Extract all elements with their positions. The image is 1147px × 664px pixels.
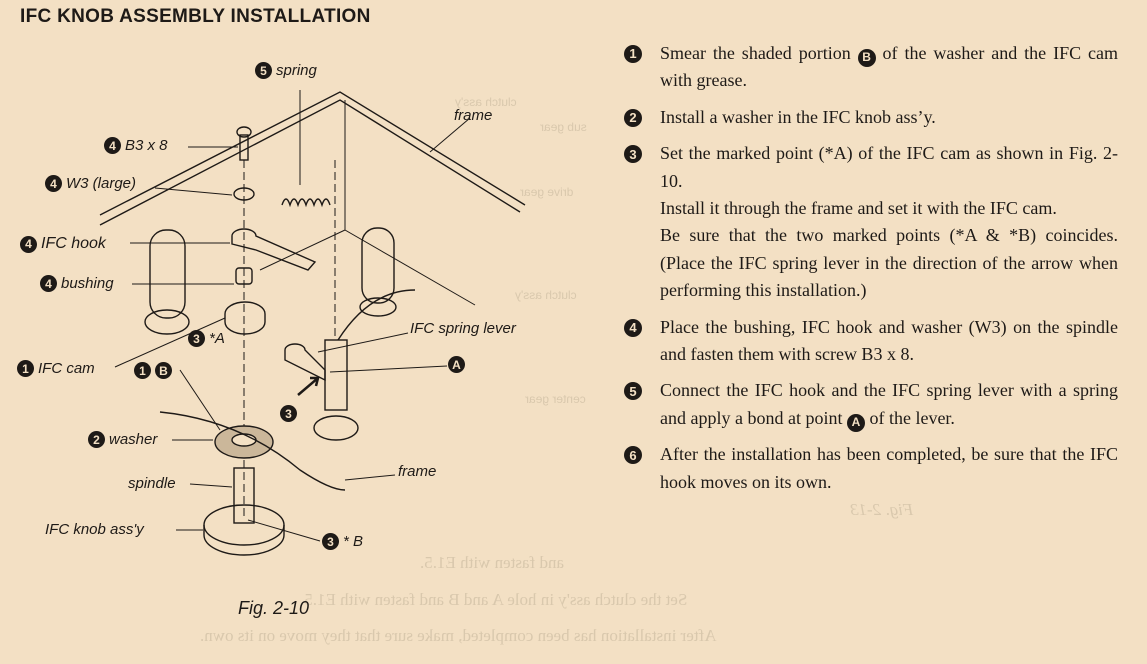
step-number-icon: 1 xyxy=(134,362,151,379)
step-text: Place the bushing, IFC hook and washer (… xyxy=(660,316,1118,365)
step-text: After the installation has been complete… xyxy=(660,444,1118,492)
step-number-icon: 4 xyxy=(104,137,121,154)
point-b-icon: B xyxy=(857,48,876,67)
right-post xyxy=(359,227,397,317)
label-mark-a: 3*A xyxy=(188,330,225,347)
step-text: Connect the IFC hook and the IFC spring … xyxy=(660,380,1118,428)
figure-caption: Fig. 2-10 xyxy=(238,598,310,618)
label-text: IFC spring lever xyxy=(410,320,516,337)
spindle xyxy=(233,467,255,524)
label-text: bushing xyxy=(61,275,114,292)
spring-coil xyxy=(281,198,331,208)
step-text: Smear the shaded portion xyxy=(660,43,858,63)
step-text: Be sure that the two marked points (*A &… xyxy=(660,225,1118,301)
frame-edge xyxy=(259,100,476,306)
lever-wire xyxy=(337,289,416,341)
label-text: * B xyxy=(343,533,364,550)
label-text: spring xyxy=(276,62,317,79)
ifc-hook xyxy=(231,228,317,271)
step-text: of the lever. xyxy=(864,407,955,428)
frame-outline xyxy=(99,91,526,226)
point-b-icon: B xyxy=(155,362,172,379)
label-mark-b: 3* B xyxy=(322,533,363,550)
step-4: 4 Place the bushing, IFC hook and washer… xyxy=(624,314,1118,369)
screw-b3x8 xyxy=(236,126,252,161)
label-text: IFC cam xyxy=(38,360,95,377)
step-5: 5 Connect the IFC hook and the IFC sprin… xyxy=(624,377,1118,432)
label-text: washer xyxy=(109,431,158,448)
step-number-icon: 2 xyxy=(88,431,105,448)
label-text: spindle xyxy=(128,475,176,492)
step-number-icon: 1 xyxy=(17,360,34,377)
point-a-icon: A xyxy=(846,413,865,432)
label-spindle: spindle xyxy=(128,475,176,492)
washer-w3 xyxy=(233,187,255,201)
label-text: frame xyxy=(454,107,493,124)
label-text: IFC hook xyxy=(41,235,106,252)
step-number-icon: 3 xyxy=(322,533,339,550)
label-ifc-spring-lever: IFC spring lever xyxy=(410,320,516,337)
arrow-mark xyxy=(297,376,320,396)
label-ifc-knob: IFC knob ass'y xyxy=(45,521,144,538)
step-number-icon: 6 xyxy=(624,446,642,465)
step-number-icon: 2 xyxy=(624,108,642,127)
label-text: IFC knob ass'y xyxy=(45,521,144,538)
step-3: 3 Set the marked point (*A) of the IFC c… xyxy=(624,140,1118,304)
label-point-a: A xyxy=(448,356,465,373)
step-number-icon: 4 xyxy=(40,275,57,292)
label-text: W3 (large) xyxy=(66,175,137,192)
step-number-icon: 3 xyxy=(280,405,297,422)
label-arrow-step: 3 xyxy=(280,405,297,422)
assembly-diagram xyxy=(99,90,526,556)
ifc-knob xyxy=(203,504,285,556)
bushing xyxy=(235,267,253,285)
instruction-steps: 1 Smear the shaded portion B of the wash… xyxy=(624,40,1118,505)
step-6: 6 After the installation has been comple… xyxy=(624,441,1118,496)
step-number-icon: 4 xyxy=(624,318,642,337)
step-number-icon: 5 xyxy=(624,382,642,401)
spring-lever xyxy=(284,343,326,382)
lever-post xyxy=(313,339,359,441)
left-post xyxy=(144,229,190,335)
step-number-icon: 5 xyxy=(255,62,272,79)
step-text: Install a washer in the IFC knob ass’y. xyxy=(660,106,936,127)
label-frame-bottom: frame xyxy=(398,463,436,480)
label-text: B3 x 8 xyxy=(125,137,168,154)
frame-lower xyxy=(159,411,346,491)
step-text: Install it through the frame and set it … xyxy=(660,198,1057,219)
step-number-icon: 4 xyxy=(20,235,37,253)
step-number-icon: 3 xyxy=(188,330,205,347)
bleed-line: After installation has been completed, m… xyxy=(200,626,717,645)
step-text: Set the marked point (*A) of the IFC cam… xyxy=(660,143,1118,191)
step-number-icon: 4 xyxy=(45,175,62,192)
washer-hatched xyxy=(214,425,274,459)
step-number-icon: 3 xyxy=(624,145,642,164)
label-text: *A xyxy=(209,330,225,347)
step-1: 1 Smear the shaded portion B of the wash… xyxy=(624,40,1118,95)
step-number-icon: 1 xyxy=(624,45,642,63)
label-text: frame xyxy=(398,463,437,480)
point-a-icon: A xyxy=(448,356,465,373)
ifc-cam xyxy=(224,301,266,335)
step-2: 2 Install a washer in the IFC knob ass’y… xyxy=(624,104,1118,131)
label-frame-top: frame xyxy=(454,107,492,124)
page-title: IFC KNOB ASSEMBLY INSTALLATION xyxy=(20,6,371,27)
step-text: of the washer and the IFC cam with greas… xyxy=(660,43,1118,91)
